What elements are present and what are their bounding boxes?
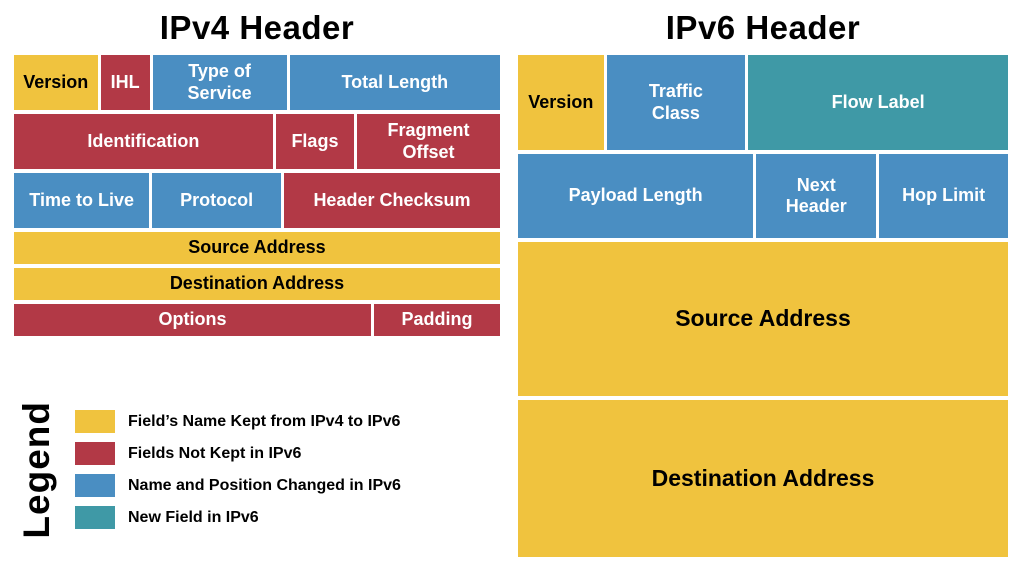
ipv4-field-type-of-service: Type of Service [152,55,287,110]
ipv4-row-5: Destination Address [14,268,500,300]
legend-title: Legend [16,401,57,539]
legend-label: Name and Position Changed in IPv6 [128,476,401,494]
ipv6-row-3: Source Address [518,242,1008,396]
legend-label: Field’s Name Kept from IPv4 to IPv6 [128,412,401,430]
ipv6-field-version: Version [518,55,604,150]
ipv4-field-padding: Padding [374,304,500,336]
legend-swatch-removed [75,442,115,466]
ipv6-field-flow-label: Flow Label [748,55,1008,150]
legend: Legend Field’s Name Kept from IPv4 to IP… [16,401,401,539]
ipv4-row-4: Source Address [14,232,500,264]
ipv4-title: IPv4 Header [159,9,355,46]
ipv4-field-ihl: IHL [100,55,150,110]
ipv6-field-traffic-class: Traffic Class [606,55,746,150]
ipv4-field-flags: Flags [275,114,355,169]
legend-label: Fields Not Kept in IPv6 [128,444,302,462]
ipv4-field-fragment-offset: Fragment Offset [357,114,500,169]
ipv4-field-header-checksum: Header Checksum [283,173,500,228]
ipv4-field-time-to-live: Time to Live [14,173,150,228]
legend-swatch-new [75,506,115,530]
legend-item-changed: Name and Position Changed in IPv6 [75,474,401,498]
ipv4-field-identification: Identification [14,114,273,169]
legend-swatch-kept [75,410,115,434]
ipv6-title: IPv6 Header [665,9,861,46]
ipv6-field-hop-limit: Hop Limit [879,154,1009,238]
legend-label: New Field in IPv6 [128,508,259,526]
ipv6-field-payload-length: Payload Length [518,154,754,238]
legend-item-removed: Fields Not Kept in IPv6 [75,442,401,466]
ipv6-field-destination-address: Destination Address [518,400,1008,557]
legend-item-new: New Field in IPv6 [75,506,401,530]
ipv4-field-options: Options [14,304,372,336]
ipv6-field-source-address: Source Address [518,242,1008,396]
legend-item-kept: Field’s Name Kept from IPv4 to IPv6 [75,410,401,434]
ipv6-row-4: Destination Address [518,400,1008,557]
ipv4-field-destination-address: Destination Address [14,268,500,300]
ipv4-field-total-length: Total Length [289,55,500,110]
ipv6-field-next-header: Next Header [756,154,877,238]
ipv4-field-source-address: Source Address [14,232,500,264]
ipv4-field-version: Version [14,55,98,110]
ipv4-field-protocol: Protocol [152,173,281,228]
legend-swatch-changed [75,474,115,498]
